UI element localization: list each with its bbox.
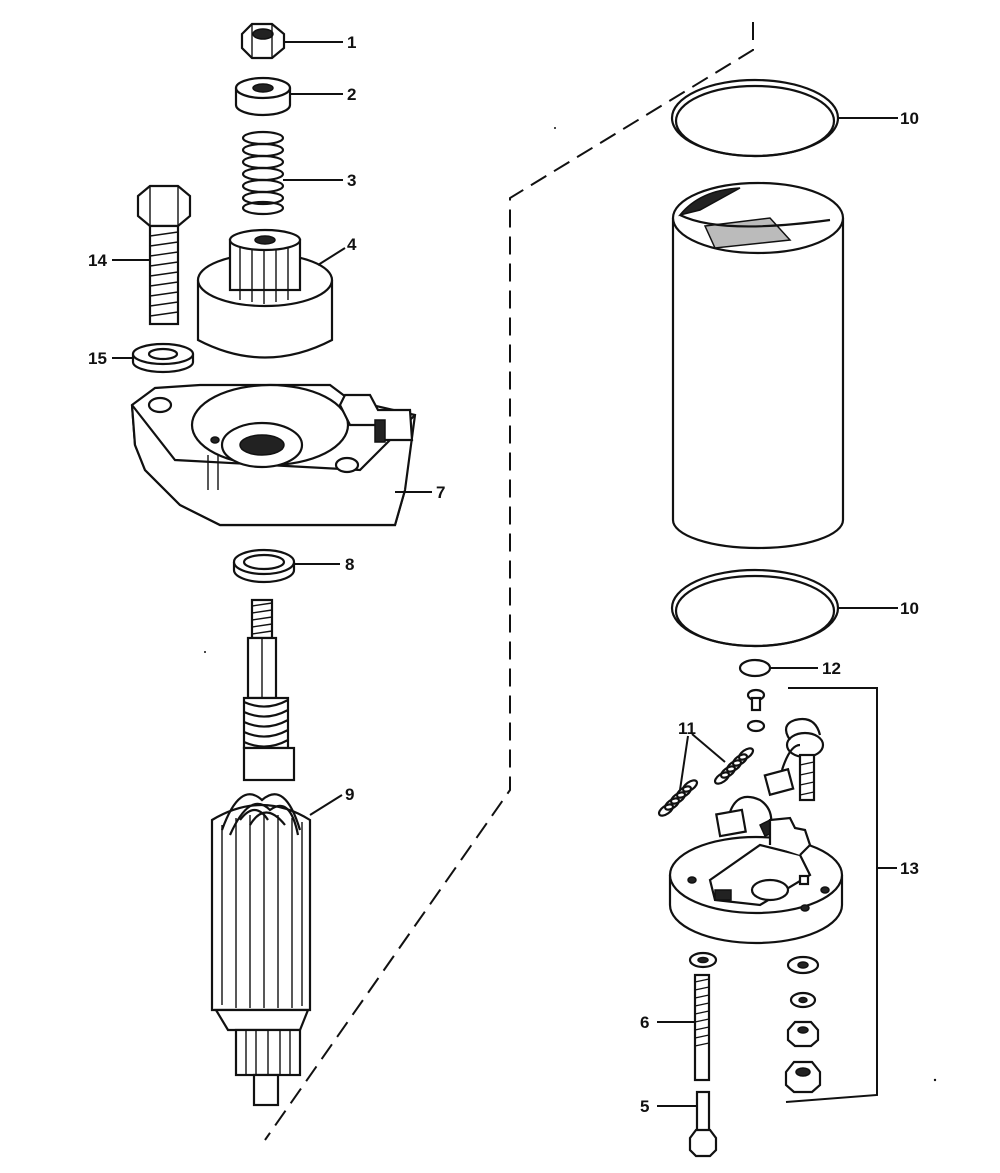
callout-15: 15 (88, 349, 107, 368)
callout-9: 9 (345, 785, 354, 804)
callout-2: 2 (347, 85, 356, 104)
part-15-washer (131, 342, 195, 374)
part-3-spring (241, 130, 285, 216)
part-9-armature (210, 598, 312, 1107)
part-11-brush-spring-a (713, 747, 755, 785)
callout-4: 4 (347, 235, 357, 254)
hardware-washer-left (688, 951, 718, 969)
part-10-o-ring-bottom (670, 568, 840, 648)
part-4-drive-pinion (196, 228, 334, 359)
hardware-stack-right (784, 955, 822, 1094)
callout-12: 12 (822, 659, 841, 678)
brush-a (763, 743, 801, 797)
part-14-bolt (136, 184, 192, 326)
callout-7: 7 (436, 483, 445, 502)
motor-frame-housing (671, 181, 845, 550)
part-5-screw (688, 1090, 718, 1158)
callout-10-top: 10 (900, 109, 919, 128)
brush-terminal-stud (784, 717, 825, 802)
callout-10-bottom: 10 (900, 599, 919, 618)
part-1-hex-nut (240, 22, 286, 60)
part-10-o-ring-top (670, 78, 840, 158)
part-7-end-cap-bracket (130, 383, 417, 527)
callout-labels: 1 2 3 4 5 6 7 8 9 10 10 11 12 13 14 15 (88, 33, 919, 1116)
screw-small (746, 688, 766, 733)
callout-6: 6 (640, 1013, 649, 1032)
part-8-washer (232, 548, 296, 584)
callout-13: 13 (900, 859, 919, 878)
part-13-brush-plate (668, 816, 844, 945)
callout-1: 1 (347, 33, 356, 52)
callout-3: 3 (347, 171, 356, 190)
part-6-stud (693, 973, 711, 1082)
callout-11: 11 (678, 719, 696, 738)
part-2-bushing (234, 76, 292, 117)
callout-14: 14 (88, 251, 107, 270)
part-12-cap (738, 658, 772, 678)
scan-specks (204, 127, 937, 1082)
callout-5: 5 (640, 1097, 649, 1116)
callout-8: 8 (345, 555, 354, 574)
leader-lines (112, 41, 898, 1107)
part-11-brush-spring-b (657, 779, 699, 817)
brush-b (715, 795, 776, 838)
assembly-dashed-line (264, 22, 754, 1141)
